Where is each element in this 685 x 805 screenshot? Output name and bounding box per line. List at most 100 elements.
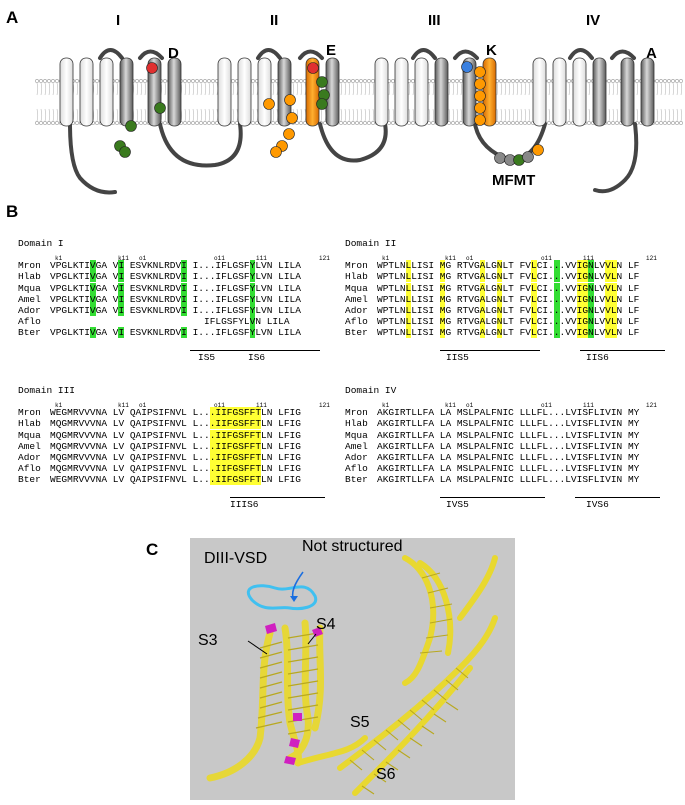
residue-bead [474,78,486,90]
helix-segment [572,57,587,127]
alignment-title: Domain IV [345,385,397,396]
segment-label: IIS5 [446,352,469,363]
species-name: Mron [18,407,41,419]
helix-segment [620,57,635,127]
residue-bead [307,62,319,74]
sequence: AKGIRTLLFA LA MSLPALFNIC LLLFL...LVISFLI… [377,440,640,452]
species-name: Amel [345,440,368,452]
ribbon-structure [206,555,498,796]
sequence: AKGIRTLLFA LA MSLPALFNIC LLLFL...LVISFLI… [377,407,640,419]
helix-segment [257,57,272,127]
segment-label: IIS6 [586,352,609,363]
helix-segment [217,57,232,127]
helix-segment [552,57,567,127]
sequence: WPTLNLLISI MG RTVGALGNLT FVLCI...VVIGNLV… [377,282,640,294]
unstructured-loop [246,584,318,611]
segment-line [575,497,660,498]
domain-iv-label: IV [586,12,601,29]
sequence: WEGMRVVVNA LV QAIPSIFNVL L...IIFGSFFTLN … [50,474,301,486]
residue-bead [532,144,544,156]
alignment-title: Domain II [345,238,397,249]
species-name: Mron [345,260,368,272]
species-name: Aflo [345,316,368,328]
alignment-row: Mron AKGIRTLLFA LA MSLPALFNIC LLLFL...LVI… [345,407,639,418]
helix-segment [640,57,655,127]
species-name: Mqua [345,282,368,294]
species-name: Amel [18,293,41,305]
pore-letter-e: E [326,42,337,59]
helix-segment [414,57,429,127]
species-name: Hlab [18,418,41,430]
residue-bead [316,98,328,110]
position-marker: o11 [214,255,225,263]
species-name: Amel [18,440,41,452]
mfmt-motif-label: MFMT [492,172,536,189]
sequence: MQGMRVVVNA LV QAIPSIFNVL L...IIFGSFFTLN … [50,429,301,441]
position-marker: k1 [382,255,390,263]
sequence: WPTLNLLISI MG RTVGALGNLT FVLCI...VVIGNLV… [377,293,640,305]
residue-bead [474,90,486,102]
residue-bead [474,114,486,126]
residue-bead [474,66,486,78]
panel-c-label: C [146,540,159,559]
s4-pointer [307,633,317,645]
species-name: Hlab [18,271,41,283]
species-name: Mron [345,407,368,419]
position-marker: i11 [583,402,594,410]
segment-label: IS6 [248,352,266,363]
domain-iii-label: III [428,12,441,29]
position-marker: o1 [466,255,474,263]
residue-bead [494,152,506,164]
sequence: WEGMRVVVNA LV QAIPSIFNVL L...IIFGSFFTLN … [50,407,301,419]
position-marker: i11 [256,402,267,410]
helix-segment [592,57,607,127]
species-name: Bter [345,327,368,339]
helix-segment [99,57,114,127]
residue-bead [286,112,298,124]
sequence: MQGMRVVVNA LV QAIPSIFNVL L...IIFGSFFTLN … [50,440,301,452]
channel-topology-diagram [35,48,685,195]
sequence: AKGIRTLLFA LA MSLPALFNIC LLLFL...LVISFLI… [377,463,640,475]
species-name: Ador [18,304,41,316]
residue-bead [283,128,295,140]
residue-bead [316,76,328,88]
dii-vsd-label: DIII-VSD [204,550,268,567]
segment-line [236,350,320,351]
sequence: MQGMRVVVNA LV QAIPSIFNVL L...IIFGSFFTLN … [50,451,301,463]
residue-bead [270,146,282,158]
annotation-arrowhead [290,596,298,602]
sequence: VPGLKTIVGA VI ESVKNLRDVI I...IFLGSFYLVN … [50,304,301,316]
position-marker: i11 [583,255,594,263]
species-name: Amel [345,293,368,305]
species-name: Bter [18,327,41,339]
pore-letter-d: D [168,45,179,62]
residue-bead [125,120,137,132]
species-name: Hlab [345,418,368,430]
alignment-row: Ador VPGLKTIVGA VI ESVKNLRDVI I...IFLGSFY… [18,304,301,316]
residue-bead [263,98,275,110]
position-marker: k11 [118,402,129,410]
s3-label: S3 [198,632,218,649]
s5-label: S5 [350,714,370,731]
helix-segment [277,57,292,127]
residue-bead [119,146,131,158]
sequence: AKGIRTLLFA LA MSLPALFNIC LLLFL...LVISFLI… [377,429,640,441]
segment-label: IS5 [198,352,216,363]
helix-segment [394,57,409,127]
helix-segment [79,57,94,127]
residue-bead [284,94,296,106]
